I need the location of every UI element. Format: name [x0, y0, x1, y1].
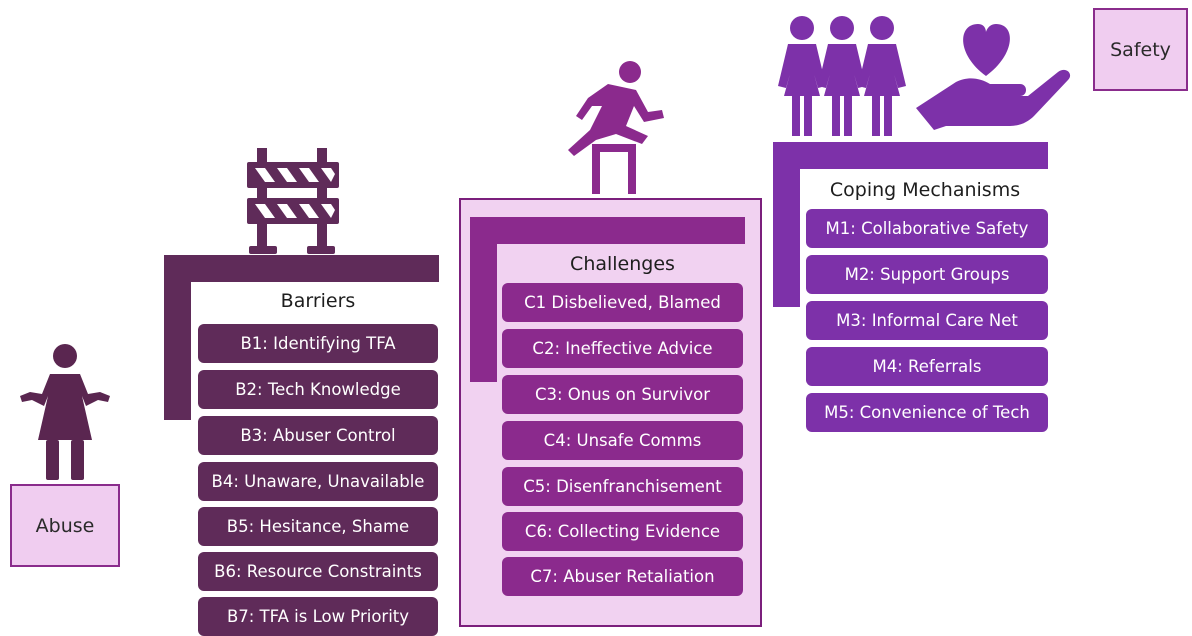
coping-heading: Coping Mechanisms — [829, 179, 1021, 201]
challenge-item: C2: Ineffective Advice — [502, 329, 743, 368]
challenge-item: C7: Abuser Retaliation — [502, 557, 743, 596]
start-label: Abuse — [35, 514, 95, 537]
coping-item: M5: Convenience of Tech — [806, 393, 1048, 432]
coping-item: M4: Referrals — [806, 347, 1048, 386]
barricade-icon — [247, 148, 339, 254]
challenge-item: C3: Onus on Survivor — [502, 375, 743, 414]
person-shrug-icon — [20, 344, 110, 480]
coping-item: M1: Collaborative Safety — [806, 209, 1048, 248]
coping-item: M3: Informal Care Net — [806, 301, 1048, 340]
end-box-safety: Safety — [1093, 8, 1188, 91]
start-box-abuse: Abuse — [10, 484, 120, 567]
challenges-step-bracket — [470, 217, 745, 382]
group-of-women-icon — [778, 16, 906, 136]
challenge-item: C1 Disbelieved, Blamed — [502, 283, 743, 322]
barrier-item: B5: Hesitance, Shame — [198, 507, 438, 546]
barrier-item: B4: Unaware, Unavailable — [198, 462, 438, 501]
barrier-item: B3: Abuser Control — [198, 416, 438, 455]
challenge-item: C5: Disenfranchisement — [502, 467, 743, 506]
end-label: Safety — [1110, 38, 1171, 61]
barrier-item: B6: Resource Constraints — [198, 552, 438, 591]
barriers-step-bracket — [164, 255, 439, 420]
challenges-heading: Challenges — [570, 253, 675, 275]
barrier-item: B1: Identifying TFA — [198, 324, 438, 363]
hurdle-jumper-icon — [568, 61, 664, 194]
heart-in-hand-icon — [916, 24, 1071, 130]
coping-item: M2: Support Groups — [806, 255, 1048, 294]
coping-step-bracket — [773, 142, 1048, 307]
barrier-item: B7: TFA is Low Priority — [198, 597, 438, 636]
challenge-item: C6: Collecting Evidence — [502, 512, 743, 551]
challenge-item: C4: Unsafe Comms — [502, 421, 743, 460]
barriers-heading: Barriers — [280, 290, 356, 312]
barrier-item: B2: Tech Knowledge — [198, 370, 438, 409]
